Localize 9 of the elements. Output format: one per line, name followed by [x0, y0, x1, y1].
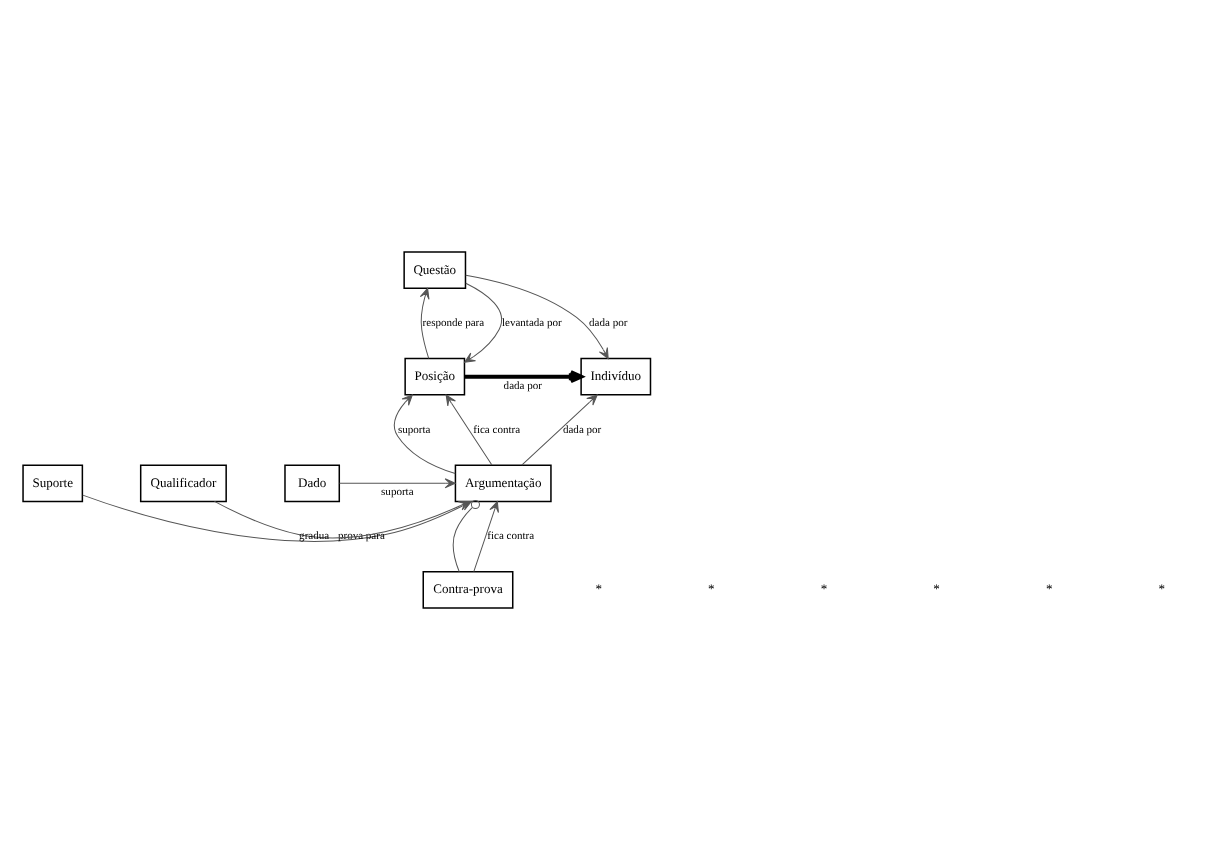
arrow: [465, 273, 609, 359]
arrow: [464, 369, 584, 383]
arrow: [339, 477, 456, 488]
arrow: [464, 281, 503, 362]
arrow: [473, 500, 499, 572]
arrow: [419, 286, 430, 358]
arrow: [445, 393, 493, 465]
arrow: [521, 393, 598, 465]
arrow: [393, 393, 456, 474]
